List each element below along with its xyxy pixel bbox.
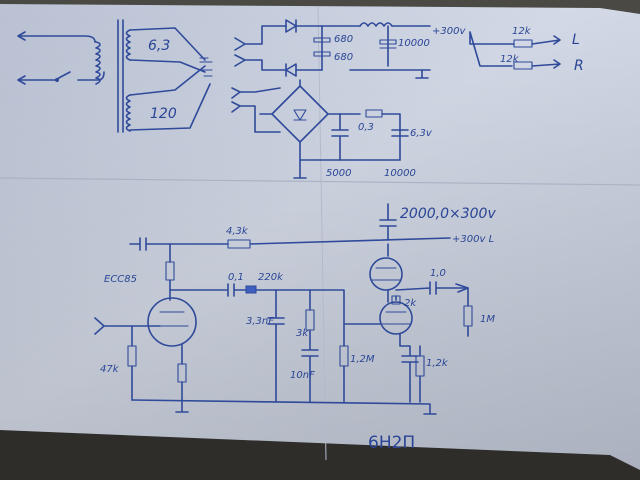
label-c10: 1,0 bbox=[430, 268, 446, 279]
ground-bus bbox=[131, 399, 437, 415]
label-r43k: 4,3k bbox=[226, 226, 249, 237]
label-out-l: L bbox=[572, 32, 580, 48]
label-c680a: 680 bbox=[334, 34, 353, 45]
background-top bbox=[0, 0, 640, 14]
fold-line-horizontal bbox=[0, 177, 640, 186]
label-v63: 6,3v bbox=[410, 128, 433, 139]
hv-rectifier: 680 680 10000 +300v 12k L 12k R bbox=[234, 19, 584, 79]
label-r1m: 1M bbox=[480, 314, 495, 325]
transformer-secondary-63: 6,3 bbox=[125, 27, 206, 73]
label-c680b: 680 bbox=[334, 52, 353, 63]
bplus-rail: 4,3k 2000,0×300v +300v L bbox=[129, 203, 496, 251]
label-b300b: +300v L bbox=[452, 234, 494, 245]
mains-input bbox=[17, 31, 105, 85]
lv-bridge-rectifier: 0,3 6,3v 5000 10000 bbox=[231, 79, 433, 179]
label-r1k: 3k bbox=[296, 328, 309, 339]
label-c5000: 5000 bbox=[326, 168, 351, 179]
coupling-network: 0,1 220k 3,3nF 3k 10nF 1,2M bbox=[169, 272, 381, 403]
label-b300a: +300v bbox=[432, 26, 466, 37]
label-r2k: 2k bbox=[404, 298, 417, 309]
label-c10000a: 10000 bbox=[398, 38, 430, 49]
label-r03: 0,3 bbox=[358, 122, 374, 133]
label-r47k: 47k bbox=[100, 364, 120, 375]
label-r220k: 220k bbox=[258, 272, 284, 283]
label-c01: 0,1 bbox=[228, 272, 244, 283]
transformer-secondary-120: 120 bbox=[125, 57, 213, 132]
background-bottom bbox=[0, 430, 640, 480]
label-ecc85: ECC85 bbox=[104, 274, 137, 285]
label-r12k-l: 12k bbox=[512, 26, 532, 37]
label-c33nf: 3,3nF bbox=[246, 316, 274, 327]
label-c2000: 2000,0×300v bbox=[400, 206, 496, 222]
label-tube: 6Н2П bbox=[368, 433, 415, 453]
transformer-primary bbox=[95, 19, 124, 133]
label-out-r: R bbox=[574, 58, 584, 74]
paper-shade bbox=[0, 4, 640, 470]
label-c10nf: 10nF bbox=[290, 370, 315, 381]
label-r12k-r: 12k bbox=[500, 54, 520, 65]
label-r12kb: 1,2k bbox=[426, 358, 449, 369]
ecc85-stage: ECC85 47k bbox=[94, 243, 197, 413]
label-c10000b: 10000 bbox=[384, 168, 416, 179]
label-t120: 120 bbox=[150, 106, 177, 122]
6n2p-stage: 2k 1,0 1M 1,2k bbox=[369, 243, 495, 403]
fold-line-vertical bbox=[317, 5, 327, 461]
label-r12m: 1,2M bbox=[350, 354, 375, 365]
label-t63: 6,3 bbox=[148, 38, 170, 54]
